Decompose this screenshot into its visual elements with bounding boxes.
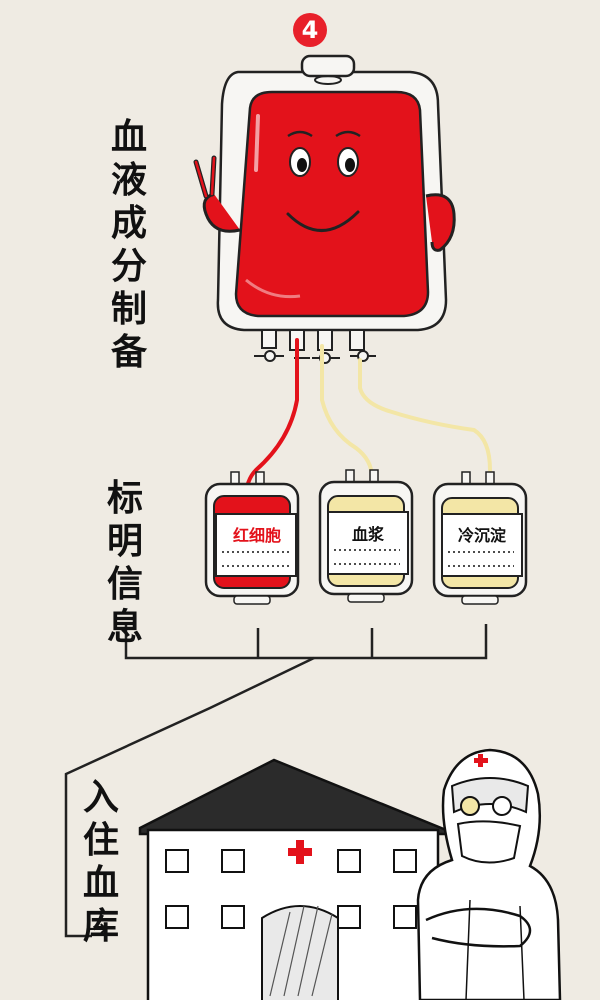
red-cells-label: 红细胞 — [232, 526, 281, 545]
cryo-bag-icon — [432, 471, 528, 605]
cryo-tube — [358, 358, 492, 472]
hospital-building-icon — [138, 758, 457, 1000]
arrow-right-icon: → — [86, 914, 108, 944]
title-blood-component-preparation: 血 液 成 分 制 备 — [110, 117, 147, 373]
step-badge: 4 — [293, 13, 327, 47]
red-cell-tube — [244, 338, 299, 500]
medical-worker-icon — [416, 748, 562, 1000]
plasma-label: 血浆 — [351, 525, 384, 544]
title-enter-blood-bank: 入 住 血 库 — [82, 777, 119, 947]
title-label-information: 标 明 信 息 — [106, 478, 143, 648]
plasma-bag-icon — [318, 469, 414, 603]
red-cross-icon — [288, 840, 312, 864]
storage-connector — [64, 656, 315, 938]
cryo-label: 冷沉淀 — [457, 526, 506, 545]
blood-bag-mascot-icon — [193, 54, 456, 364]
plasma-tube — [320, 344, 374, 480]
collection-bracket — [124, 624, 488, 660]
red-cells-bag-icon — [204, 471, 300, 605]
